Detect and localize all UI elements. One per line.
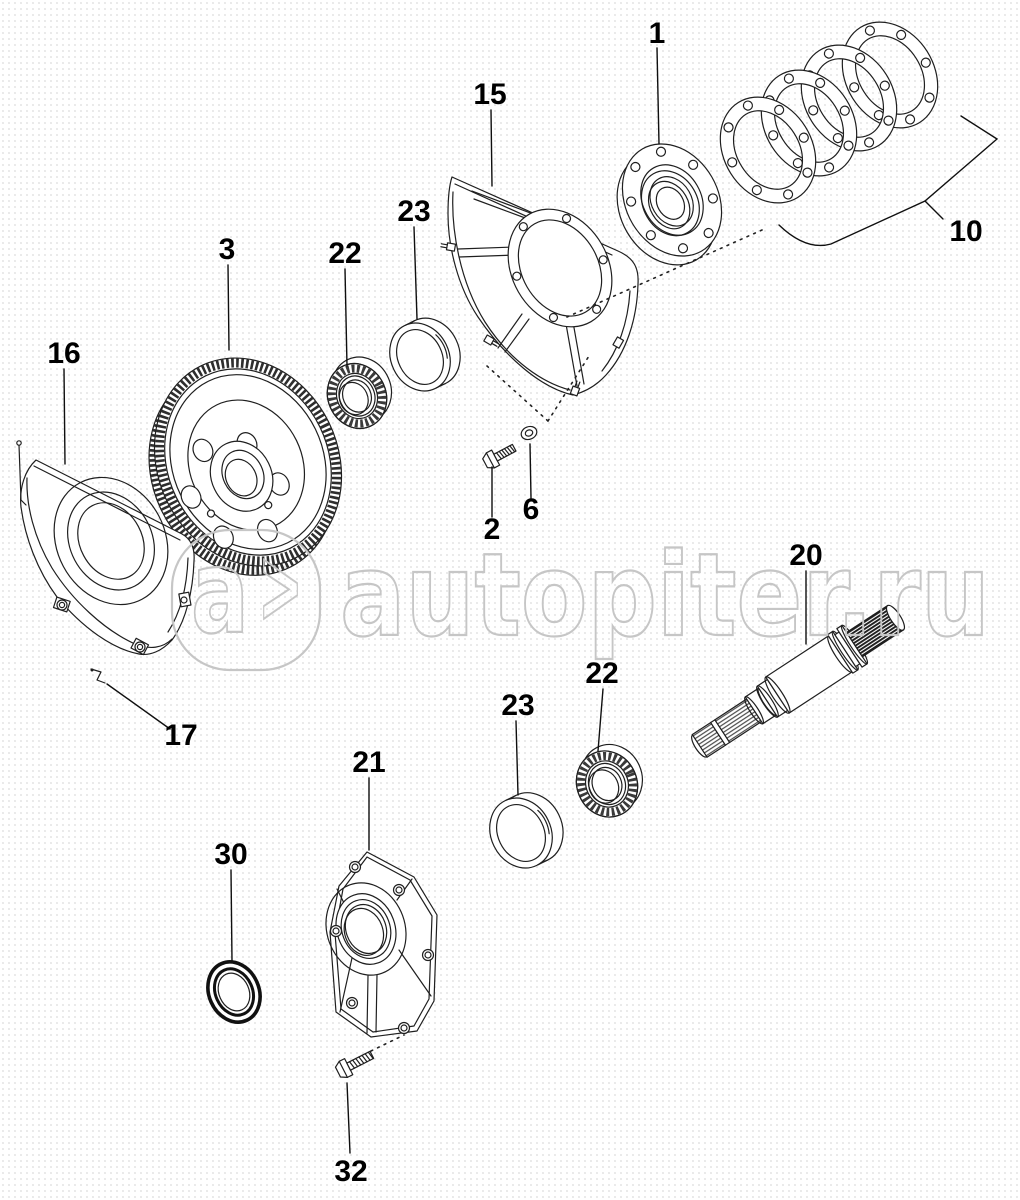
- part-23-lower-bearing-cup: [489, 792, 564, 869]
- part-label-21: 21: [352, 746, 385, 779]
- part-label-20: 20: [789, 539, 822, 572]
- leader-lines: [63, 47, 999, 1154]
- part-23-upper-bearing-cup: [389, 317, 461, 392]
- housing-bolt-holes: [329, 860, 435, 1035]
- gear-hub: [180, 432, 290, 549]
- cover-tab-right: [612, 336, 625, 349]
- gasket-group-bracket: [778, 115, 999, 247]
- watermark: a > autopiter.ru: [170, 524, 991, 672]
- part-label-23-upper: 23: [397, 195, 430, 228]
- part-label-32: 32: [334, 1155, 367, 1188]
- cover-pin-left: [440, 242, 457, 252]
- part-22-upper-bearing-cone: [326, 356, 393, 429]
- part-20-shaft: [691, 604, 906, 759]
- part-label-1: 1: [649, 17, 666, 50]
- part-label-6: 6: [523, 493, 540, 526]
- part-6-washer: [520, 425, 538, 441]
- part-21-bearing-housing: [325, 851, 438, 1038]
- cover-pin-bottom: [569, 380, 581, 397]
- part-label-17: 17: [164, 719, 197, 752]
- part-label-22-lower: 22: [585, 657, 618, 690]
- watermark-logo-arrow: >: [258, 525, 303, 647]
- watermark-logo-letter: a: [191, 525, 249, 660]
- part-1-flange: [616, 143, 723, 266]
- watermark-logo-frame: [170, 528, 322, 672]
- part-labels: 1 15 23 22 3 16 10 2 6 17 20 22 23 21 30…: [47, 17, 982, 1188]
- part-label-10: 10: [949, 215, 982, 248]
- part-16-shield: [16, 440, 195, 656]
- part-label-23-lower: 23: [501, 689, 534, 722]
- part-label-30: 30: [214, 838, 247, 871]
- part-label-2: 2: [484, 513, 501, 546]
- part-30-seal: [206, 960, 262, 1024]
- part-15-cover: [440, 176, 639, 397]
- part-label-15: 15: [473, 78, 506, 111]
- part-label-3: 3: [219, 233, 236, 266]
- part-10-gasket-set: [701, 4, 957, 221]
- part-32-bolt: [334, 1050, 375, 1078]
- part-2-bolt: [482, 443, 517, 469]
- part-17-clip: [90, 668, 106, 684]
- part-label-16: 16: [47, 337, 80, 370]
- assembly-dotted-lines: [370, 229, 763, 1052]
- watermark-site-text: autopiter.ru: [340, 529, 990, 663]
- part-22-lower-bearing-cone: [575, 743, 643, 818]
- part-label-22-upper: 22: [328, 237, 361, 270]
- cover-pin-bottom-left: [483, 334, 500, 347]
- part-3-gear: [148, 357, 343, 576]
